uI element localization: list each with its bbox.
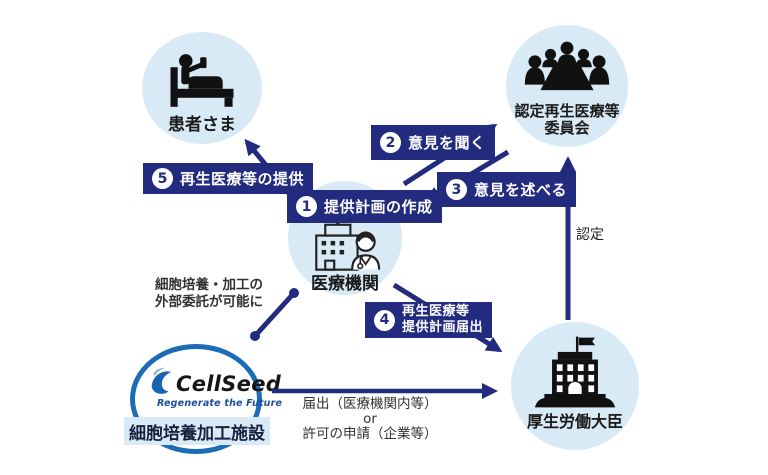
cellseed-logo: CellSeed <box>149 366 281 398</box>
committee-label-line2: 委員会 <box>544 119 590 138</box>
step1-text: 提供計画の作成 <box>324 198 433 216</box>
step2-label: 2 意見を聞く <box>371 125 495 160</box>
step1-label: 1 提供計画の作成 <box>287 190 442 223</box>
step3-number: 3 <box>446 179 467 200</box>
patient-label: 患者さま <box>168 115 236 135</box>
step5-number: 5 <box>152 168 173 189</box>
committee-label-line1: 認定再生医療等 <box>514 102 620 120</box>
filing-note: 届出（医療機関内等） or 許可の申請（企業等） <box>288 397 452 442</box>
outsourcing-note: 細胞培養・加工の 外部委託が可能に <box>152 276 266 312</box>
certification-text: 認定 <box>576 227 604 243</box>
step3-text: 意見を述べる <box>474 181 568 199</box>
filing-line2: or <box>363 410 377 427</box>
step2-number: 2 <box>380 132 401 153</box>
government-building-icon <box>534 336 616 408</box>
hospital-doctor-icon <box>315 214 381 271</box>
step3-label: 3 意見を述べる <box>437 172 577 207</box>
node-committee: 認定再生医療等 委員会 <box>506 25 628 147</box>
hospital-label: 医療機関 <box>311 274 379 295</box>
cellseed-facility-label: 細胞培養加工施設 <box>129 423 265 444</box>
cellseed-swoosh-icon <box>151 367 172 394</box>
filing-line3: 許可の申請（企業等） <box>302 425 438 442</box>
outsourcing-line2: 外部委託が可能に <box>155 293 263 310</box>
node-minister: 厚生労働大臣 <box>511 322 639 450</box>
step4-label: 4 再生医療等 提供計画届出 <box>365 302 493 338</box>
minister-label: 厚生労働大臣 <box>526 412 623 431</box>
committee-meeting-icon <box>524 41 610 91</box>
cellseed-brand-text: CellSeed <box>176 372 282 396</box>
filing-line1: 届出（医療機関内等） <box>302 396 438 412</box>
node-patient: 患者さま <box>142 32 262 144</box>
step4-number: 4 <box>374 309 395 331</box>
step5-text: 再生医療等の提供 <box>180 170 305 188</box>
cellseed-facility-band: 細胞培養加工施設 <box>124 417 270 445</box>
cellseed-tagline: Regenerate the Future <box>157 398 283 409</box>
step5-label: 5 再生医療等の提供 <box>143 163 314 194</box>
step1-number: 1 <box>296 196 317 217</box>
outsourcing-line1: 細胞培養・加工の <box>155 277 263 293</box>
patient-bed-icon <box>170 54 234 107</box>
step4-text: 再生医療等 提供計画届出 <box>402 304 484 335</box>
step2-text: 意見を聞く <box>408 134 486 152</box>
